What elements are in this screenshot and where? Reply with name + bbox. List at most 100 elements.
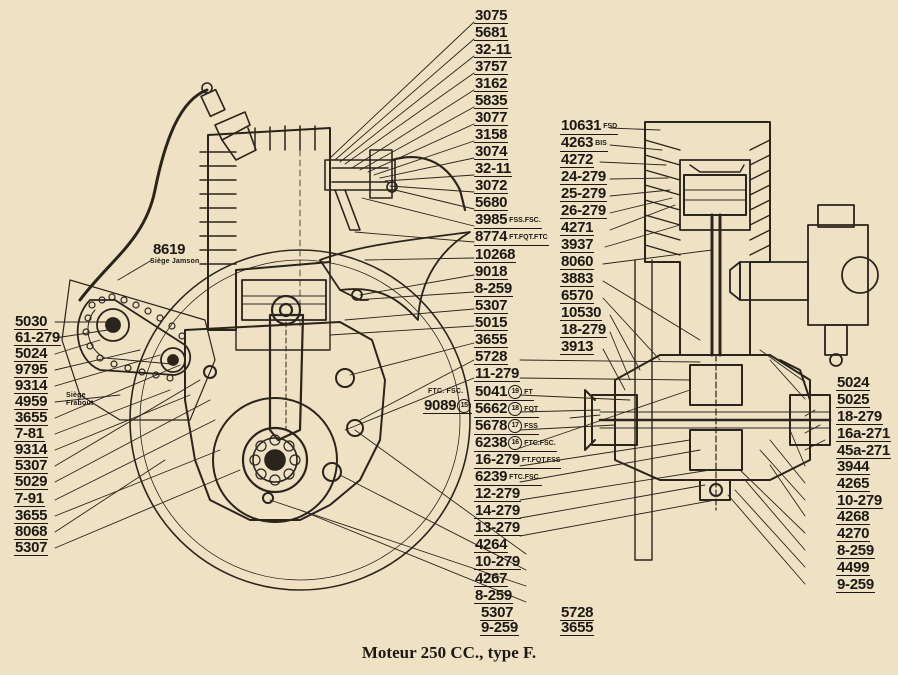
circled-number: 16 <box>508 436 523 451</box>
part-label-7-91: 7-91 <box>14 490 45 507</box>
part-label-32-11: 32-11 <box>474 41 513 58</box>
variant-suffix: FSS.FSC. <box>509 216 541 224</box>
part-label-12-279: 12-279 <box>474 485 521 502</box>
cylinder-fins-left <box>199 125 316 265</box>
cylinder-section-right <box>644 121 771 357</box>
part-number: 5662 <box>475 400 508 417</box>
part-label-3077: 3077 <box>474 109 509 126</box>
part-label-25-279: 25-279 <box>560 185 607 202</box>
part-label-9018: 9018 <box>474 263 509 280</box>
crankpin-rollers <box>249 434 301 486</box>
circled-number: 19 <box>508 385 523 400</box>
part-label-6570: 6570 <box>560 287 595 304</box>
part-number: 8774 <box>475 228 508 245</box>
part-label-5030: 5030 <box>14 313 49 330</box>
part-label-10530: 10530 <box>560 304 603 321</box>
crankcase-section-right <box>584 259 832 561</box>
part-label-4272: 4272 <box>560 151 595 168</box>
part-label-10-279-b: 10-279 <box>836 492 883 509</box>
part-label-3655-c: 3655 <box>14 409 49 426</box>
part-label-5728-c: 5728 <box>560 604 595 621</box>
part-label-11-279: 11-279 <box>474 365 521 382</box>
part-label-9314-b: 9314 <box>14 441 49 458</box>
part-label-5024-b: 5024 <box>836 374 871 391</box>
part-number: 3985 <box>475 211 508 228</box>
part-label-5015: 5015 <box>474 314 509 331</box>
part-label-24-279: 24-279 <box>560 168 607 185</box>
part-label-61-279: 61-279 <box>14 329 61 346</box>
variant-suffix: FT.FQT.FSS <box>521 456 561 464</box>
circled-number: 17 <box>508 419 523 434</box>
part-label-4265: 4265 <box>836 475 871 492</box>
part-label-13-279: 13-279 <box>474 519 521 536</box>
part-note-4959: Siège Frabout <box>66 392 94 407</box>
part-label-5307: 5307 <box>474 297 509 314</box>
part-label-3655-b: 3655 <box>560 619 595 636</box>
variant-suffix: FQT <box>524 405 539 413</box>
part-label-5307-c: 5307 <box>14 457 49 474</box>
part-number: 10631 <box>561 117 602 134</box>
part-number: 5041 <box>475 383 508 400</box>
part-label-8068: 8068 <box>14 523 49 540</box>
part-label-18-279-b: 18-279 <box>836 408 883 425</box>
part-label-4268: 4268 <box>836 508 871 525</box>
part-label-4959: 4959 <box>14 393 49 410</box>
part-label-8619: 8619 <box>153 241 186 258</box>
part-label-9795: 9795 <box>14 361 49 378</box>
leader-lines <box>54 21 826 603</box>
variant-suffix: FT <box>524 388 533 396</box>
carburettor-right <box>729 204 879 367</box>
part-label-3158: 3158 <box>474 126 509 143</box>
part-number: 5678 <box>475 417 508 434</box>
chain-links <box>82 293 186 382</box>
part-label-16a-271: 16a-271 <box>836 425 891 442</box>
part-note-8619: Siège Jamson <box>150 258 200 265</box>
part-label-5835: 5835 <box>474 92 509 109</box>
variant-suffix: BIS <box>595 139 607 147</box>
part-label-3162: 3162 <box>474 75 509 92</box>
part-label-4271: 4271 <box>560 219 595 236</box>
variant-suffix: FT.FQT.FTC <box>509 233 548 241</box>
part-number: 16-279 <box>475 451 520 468</box>
part-number: 4263 <box>561 134 594 151</box>
part-label-3937: 3937 <box>560 236 595 253</box>
part-label-5024: 5024 <box>14 345 49 362</box>
part-label-9-259-b: 9-259 <box>836 576 875 593</box>
part-label-4499: 4499 <box>836 559 871 576</box>
part-label-8-259-b: 8-259 <box>474 587 513 604</box>
part-label-3072: 3072 <box>474 177 509 194</box>
part-label-5681: 5681 <box>474 24 509 41</box>
variant-suffix: FSD <box>603 122 618 130</box>
part-number: 6239 <box>475 468 508 485</box>
part-label-18-279: 18-279 <box>560 321 607 338</box>
part-label-5307-b: 5307 <box>480 604 515 621</box>
circled-number: 15 <box>457 399 472 414</box>
part-label-3913: 3913 <box>560 338 595 355</box>
part-label-5307-d: 5307 <box>14 539 49 556</box>
diagram-caption: Moteur 250 CC., type F. <box>361 643 537 662</box>
part-label-3944: 3944 <box>836 458 871 475</box>
part-label-3074: 3074 <box>474 143 509 160</box>
part-number: 6238 <box>475 434 508 451</box>
part-label-3655: 3655 <box>474 331 509 348</box>
part-note-9089: FTC. FSC. <box>428 388 464 395</box>
part-number: 9089 <box>424 397 457 414</box>
part-label-4270: 4270 <box>836 525 871 542</box>
part-label-32-11-b: 32-11 <box>474 160 513 177</box>
part-label-3883: 3883 <box>560 270 595 287</box>
part-label-3655-d: 3655 <box>14 507 49 524</box>
part-label-26-279: 26-279 <box>560 202 607 219</box>
part-label-8-259: 8-259 <box>474 280 513 297</box>
part-label-8-259-c: 8-259 <box>836 542 875 559</box>
